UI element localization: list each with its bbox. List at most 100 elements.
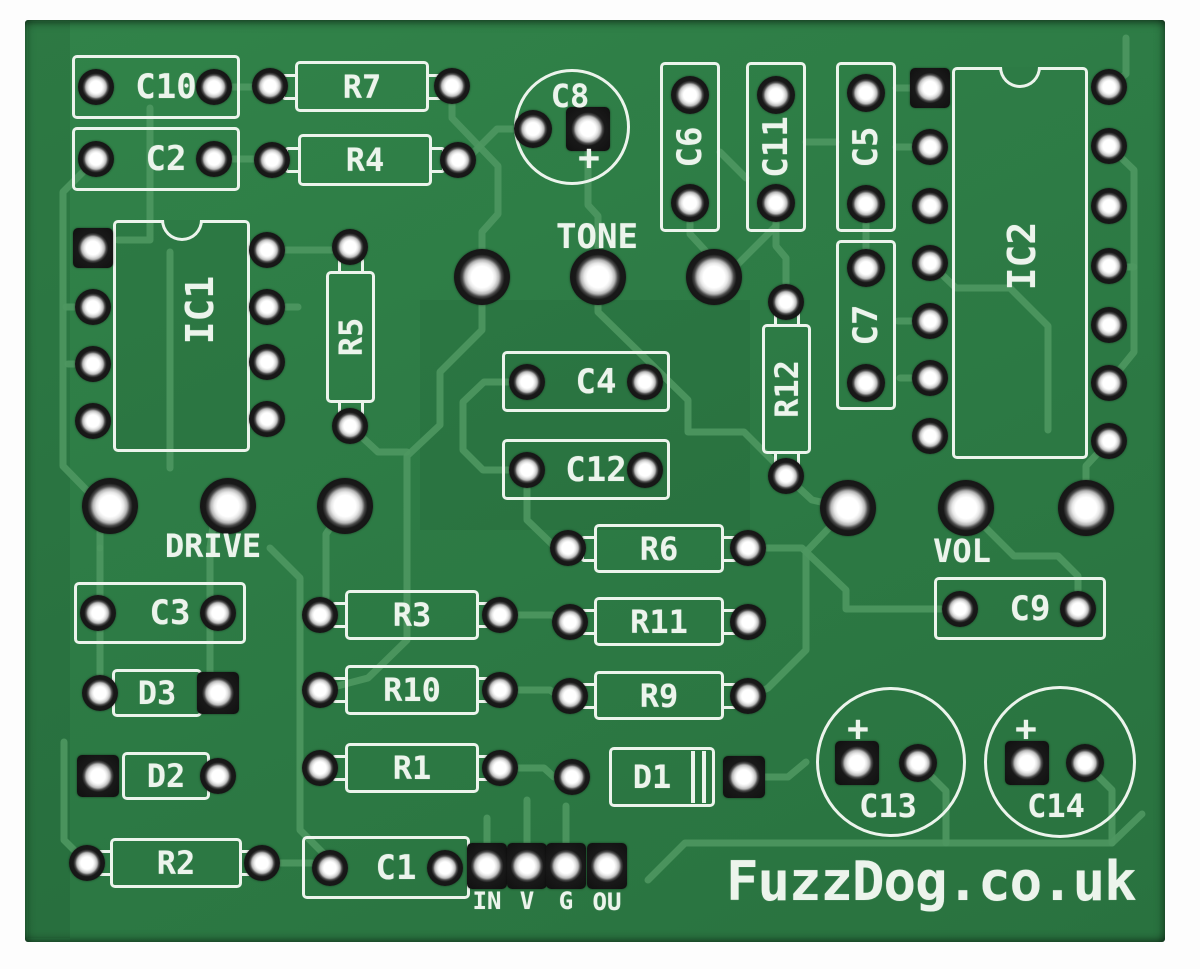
pot-TONE-pad-1 (454, 249, 510, 305)
cap-C1-label: C1 (375, 847, 417, 888)
diode-D2-cathode-pad (77, 755, 119, 797)
diode-D1-cathode-band (702, 751, 706, 803)
cap-C12-pad-1 (509, 452, 545, 488)
ic-IC1-pad-R4 (249, 401, 285, 437)
electrolytic-C13-label: C13 (859, 787, 917, 825)
pot-DRIVE-label: DRIVE (164, 527, 262, 565)
diode-D1-label: D1 (632, 758, 672, 796)
ic-IC1-pad-L2 (75, 289, 111, 325)
resistor-R10-pad-1 (302, 672, 338, 708)
pot-VOL-label: VOL (933, 532, 991, 570)
resistor-R7-pad-1 (252, 68, 288, 104)
cap-C1-pad-2 (427, 850, 463, 886)
cap-C10-pad-1 (78, 69, 114, 105)
resistor-R3-pad-2 (482, 597, 518, 633)
ic-IC2-pad-L4 (912, 245, 948, 281)
cap-C11-label: C11 (756, 116, 796, 178)
electrolytic-C13-plus-mark: + (847, 708, 869, 750)
diode-D1-anode-pad (554, 759, 590, 795)
ic-IC1-label: IC1 (178, 275, 222, 345)
resistor-R9-pad-1 (552, 678, 588, 714)
electrolytic-C14-negative-pad (1066, 744, 1104, 782)
electrolytic-C8-negative-pad (514, 110, 552, 148)
ic-IC2-pad-R6 (1091, 365, 1127, 401)
ic-IC2-pad-R5 (1091, 307, 1127, 343)
cap-C4-outline (502, 351, 670, 412)
ic-IC2-pad-L5 (912, 303, 948, 339)
resistor-R9-pad-2 (730, 678, 766, 714)
cap-C5-pad-2 (847, 185, 885, 223)
electrolytic-C8-plus-mark: + (578, 137, 600, 179)
cap-C4-pad-2 (627, 364, 663, 400)
resistor-R3-label: R3 (392, 596, 432, 634)
ic-IC2-pad-R2 (1091, 128, 1127, 164)
pot-TONE-pad-3 (686, 249, 742, 305)
electrolytic-C14-positive-pad (1005, 741, 1049, 785)
trace-24 (744, 544, 962, 613)
cap-C12-outline (502, 439, 670, 500)
cap-C2-label: C2 (145, 139, 187, 179)
cap-C2-pad-1 (78, 141, 114, 177)
cap-C6-label: C6 (670, 126, 710, 168)
resistor-R10-pad-2 (482, 672, 518, 708)
electrolytic-C13-positive-pad (835, 741, 879, 785)
brand-text: FuzzDog.co.uk (726, 850, 1137, 913)
trace-2 (59, 155, 106, 510)
resistor-R12-pad-1 (768, 284, 804, 320)
resistor-R9-label: R9 (639, 676, 679, 715)
resistor-R5-pad-1 (332, 229, 368, 265)
io-pad-OU-label: OU (592, 888, 622, 916)
trace-21 (318, 273, 486, 694)
cap-C12-pad-2 (627, 452, 663, 488)
ic-IC2-pad-L2 (912, 129, 948, 165)
ic-IC1-pad-L1 (73, 228, 113, 268)
cap-C4-pad-1 (509, 364, 545, 400)
pot-TONE-pad-2 (570, 249, 626, 305)
cap-C7-pad-1 (847, 249, 885, 287)
cap-C5-label: C5 (846, 126, 886, 168)
resistor-R11-pad-1 (552, 604, 588, 640)
trace-20 (594, 273, 790, 478)
resistor-R2-label: R2 (156, 844, 196, 882)
cap-C2-pad-2 (196, 141, 232, 177)
pot-DRIVE-pad-1 (82, 478, 138, 534)
cap-C3-label: C3 (149, 593, 191, 633)
resistor-R6-pad-1 (550, 530, 586, 566)
ic-IC1-pad-R1 (249, 232, 285, 268)
io-pad-G-label: G (558, 887, 574, 915)
resistor-R6-label: R6 (639, 529, 679, 568)
electrolytic-C14-outline (984, 686, 1136, 838)
pot-VOL-pad-1 (820, 480, 876, 536)
trace-53 (266, 544, 332, 862)
cap-C10-label: C10 (135, 67, 197, 107)
resistor-R2-pad-1 (69, 845, 105, 881)
trace-50 (716, 148, 750, 182)
ic-IC1-pad-L4 (75, 403, 111, 439)
resistor-R6-pad-2 (730, 530, 766, 566)
resistor-R11-label: R11 (630, 602, 688, 641)
resistor-R11-pad-2 (730, 604, 766, 640)
pot-VOL-pad-2 (938, 480, 994, 536)
trace-26 (962, 504, 1082, 613)
resistor-R4-pad-2 (440, 142, 476, 178)
diode-D3-anode-pad (82, 675, 118, 711)
cap-C10-outline (72, 55, 240, 119)
resistor-R1-pad-2 (482, 750, 518, 786)
diode-D3-label: D3 (137, 674, 177, 712)
electrolytic-C14-label: C14 (1027, 787, 1085, 825)
cap-C12-label: C12 (565, 449, 627, 490)
resistor-R2-pad-2 (244, 845, 280, 881)
ic-IC2-pad-R1 (1091, 69, 1127, 105)
resistor-R12-pad-2 (768, 458, 804, 494)
ic-IC1-pad-R3 (249, 344, 285, 380)
ic-IC1-pad-L3 (75, 346, 111, 382)
cap-C3-pad-1 (80, 595, 116, 631)
ic-IC2-pad-L1 (910, 68, 950, 108)
diode-D1-cathode-band (691, 751, 695, 803)
resistor-R1-label: R1 (392, 749, 432, 787)
cap-C3-pad-2 (200, 595, 236, 631)
cap-C4-label: C4 (575, 361, 617, 402)
cap-C11-outline (746, 62, 806, 232)
